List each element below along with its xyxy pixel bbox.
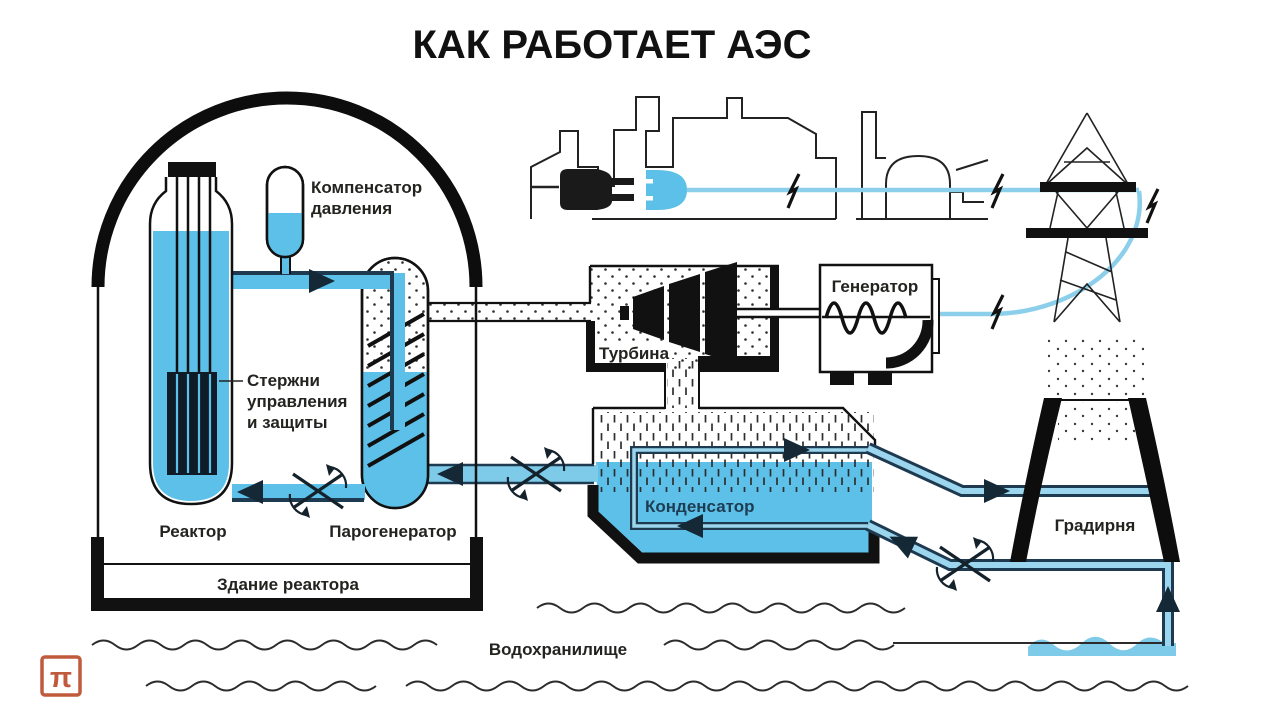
socket-icon (646, 170, 687, 210)
feedwater-pipe (425, 445, 598, 503)
plug-prong-bottom (610, 194, 634, 201)
control-rods-label: и защиты (247, 413, 328, 432)
generator: Генератор (818, 263, 940, 385)
condenser-label: Конденсатор (645, 497, 755, 516)
steam-generator-label: Парогенератор (329, 522, 456, 541)
turbine-shaft (737, 307, 822, 319)
turbine: Турбина (586, 262, 823, 372)
lightning-bolt-icon (1145, 187, 1160, 225)
plug-prong-top (610, 178, 634, 185)
control-rods-label: управления (247, 392, 347, 411)
pressurizer-label: давления (311, 199, 392, 218)
tower-crossarm-bottom (1026, 228, 1148, 238)
cooling-tower-icon: Градирня (1010, 336, 1180, 562)
cooling-circuit (865, 442, 1180, 646)
tower-crossarm-top (1040, 182, 1136, 192)
cold-leg-pipe (232, 484, 365, 500)
control-rods-label: Стержни (247, 371, 320, 390)
steam-pipe (428, 301, 591, 323)
reactor-cap (168, 162, 216, 177)
city-skyline-icon (530, 96, 989, 220)
reactor-label: Реактор (159, 522, 226, 541)
steam-generator: Парогенератор (329, 256, 457, 541)
condenser: Конденсатор (587, 406, 880, 564)
turbine-rotor-icon (620, 262, 737, 364)
control-rods-icon (175, 176, 212, 372)
flow-arrow-icon (984, 479, 1010, 503)
containment-dome-icon: Здание реактора (91, 91, 483, 611)
reactor-vessel-icon: Стержни управления и защиты Реактор (148, 162, 347, 541)
generator-coil-icon (824, 301, 908, 335)
water-wave-icon (536, 602, 906, 614)
tower-steam (1048, 336, 1144, 398)
pi-logo-icon: π (40, 655, 82, 697)
water-wave-icon (405, 680, 1189, 692)
page-title: КАК РАБОТАЕТ АЭС (412, 23, 811, 67)
power-line-from-generator (939, 190, 1142, 317)
water-wave-icon (145, 680, 377, 692)
generator-label: Генератор (832, 277, 919, 296)
turbine-label: Турбина (599, 344, 670, 363)
reservoir: Водохранилище (91, 602, 1189, 692)
rod-bundle (167, 372, 217, 475)
reservoir-label: Водохранилище (489, 640, 627, 659)
transmission-tower-icon (1026, 112, 1148, 323)
water-wave-icon (91, 639, 438, 651)
water-wave-icon (663, 639, 895, 651)
pressurizer-label: Компенсатор (311, 178, 422, 197)
reservoir-water-patch (1028, 636, 1176, 656)
logo-symbol: π (50, 662, 72, 694)
reactor-building-label: Здание реактора (217, 575, 359, 594)
pressurizer-icon: Компенсатор давления (265, 165, 422, 274)
flow-arrow-icon (1156, 586, 1180, 612)
cooling-tower-label: Градирня (1055, 516, 1136, 535)
plug-icon (560, 169, 612, 210)
